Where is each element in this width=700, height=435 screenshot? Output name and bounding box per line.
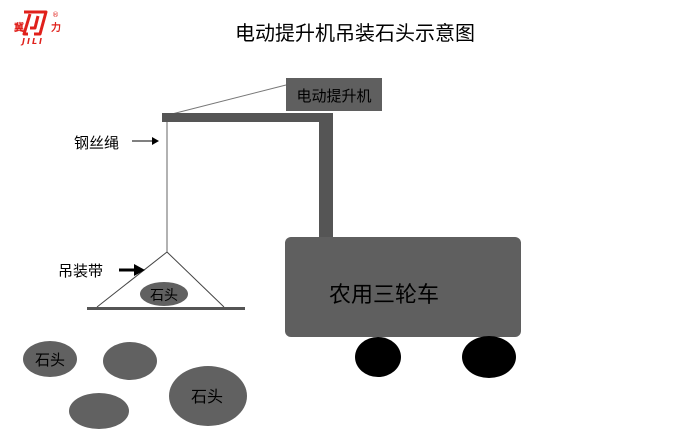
stone-label: 石头: [191, 387, 223, 406]
stone-shape: [103, 342, 157, 380]
stone-label: 石头: [35, 351, 65, 369]
truck-label: 农用三轮车: [329, 283, 439, 308]
stone-hanging: 石头: [140, 282, 188, 306]
stone-ground-4: 石头: [169, 366, 247, 426]
wire-rope-label: 钢丝绳: [74, 134, 119, 152]
stone-shape: [23, 341, 77, 377]
tricycle-truck: 农用三轮车: [285, 237, 521, 378]
logo-emblem: [22, 10, 48, 36]
diagram-title: 电动提升机吊装石头示意图: [235, 21, 475, 45]
stone-shape: [169, 366, 247, 426]
sling-label: 吊装带: [58, 262, 103, 280]
truck-body: [285, 237, 521, 337]
jili-logo: 冀 力 ® JILI: [14, 10, 61, 46]
ground-platform: [87, 307, 245, 310]
stone-shape: [140, 282, 188, 306]
wire-rope-arrowhead-icon: [152, 137, 159, 145]
stone-shape: [69, 393, 129, 429]
stone-ground-2: [103, 342, 157, 380]
hoist-label: 电动提升机: [296, 87, 371, 105]
guy-wire: [167, 84, 287, 116]
logo-char-right: 力: [51, 21, 61, 34]
sling-callout: 吊装带: [58, 262, 145, 280]
wire-rope-callout: 钢丝绳: [74, 134, 159, 152]
crane-mast: [319, 113, 333, 237]
crane-structure: [162, 84, 333, 237]
stone-label: 石头: [150, 288, 178, 304]
logo-registered-mark: ®: [52, 11, 59, 19]
truck-wheel-right: [462, 336, 516, 378]
crane-boom: [162, 113, 332, 122]
lifting-sling: [96, 251, 225, 308]
stones: 石头 石头 石头: [23, 282, 247, 429]
sling-arrowhead-icon: [134, 264, 145, 276]
electric-hoist: 电动提升机: [286, 78, 382, 111]
logo-wordmark: JILI: [20, 37, 44, 46]
truck-wheel-left: [355, 337, 401, 377]
hoist-box: [286, 78, 382, 111]
stone-ground-3: [69, 393, 129, 429]
logo-char-left: 冀: [14, 21, 24, 34]
stone-ground-1: 石头: [23, 341, 77, 377]
